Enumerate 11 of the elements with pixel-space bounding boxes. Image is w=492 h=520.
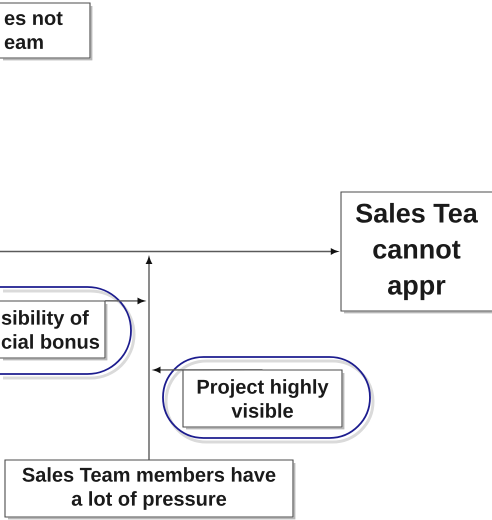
arrow — [105, 298, 144, 304]
cause-box: Sales Team members have a lot of pressure — [4, 459, 296, 520]
highlight-oval — [162, 356, 374, 444]
highlight-oval — [0, 286, 136, 380]
cause-box: es not eam — [0, 2, 92, 60]
arrow — [0, 248, 338, 254]
effect-box: Sales Tea cannot appr — [340, 191, 492, 314]
cause-box: Project highly visible — [182, 369, 344, 430]
arrow — [154, 367, 262, 373]
arrow — [146, 257, 152, 460]
cause-box: sibility of cial bonus — [0, 300, 108, 360]
